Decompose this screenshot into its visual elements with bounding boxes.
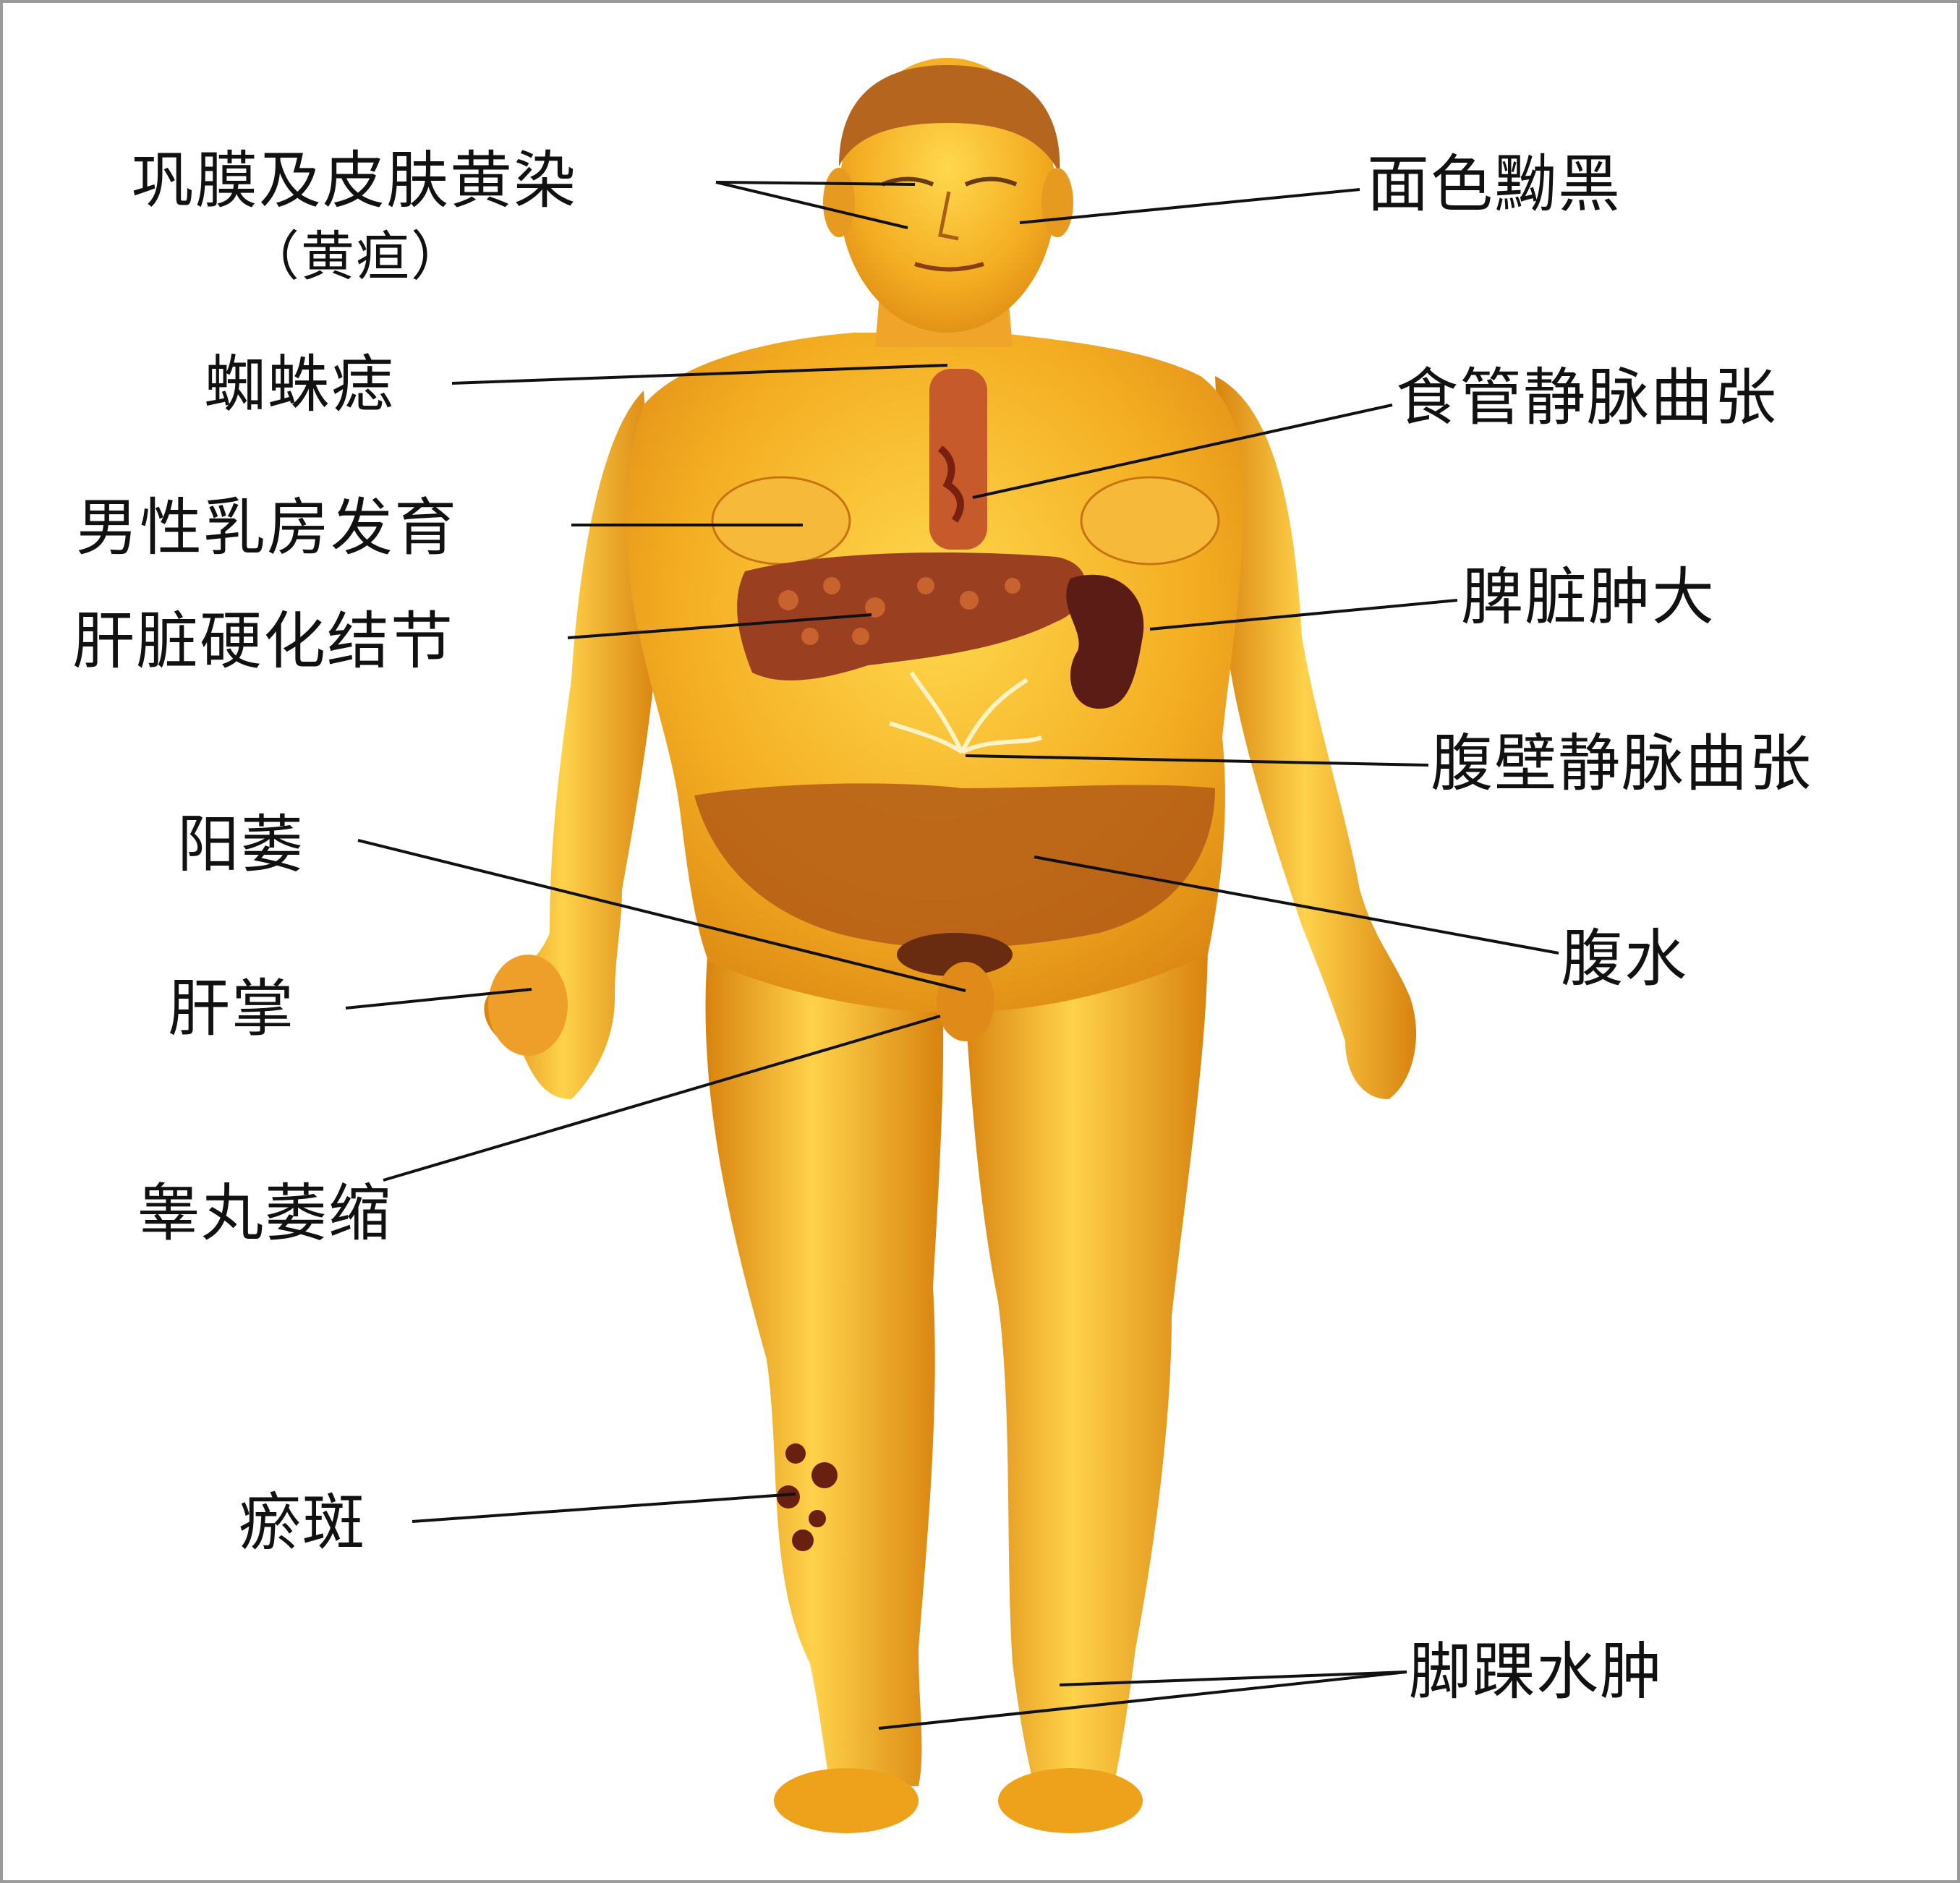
label-dark-face: 面色黝黑	[1367, 148, 1622, 221]
label-ecchymosis: 瘀斑	[239, 1487, 366, 1559]
label-ankle-edema: 脚踝水肿	[1409, 1636, 1663, 1708]
right-foot	[774, 1768, 919, 1833]
left-breast	[1081, 477, 1219, 564]
right-ear	[823, 168, 855, 237]
label-abdominal-varices: 腹壁静脉曲张	[1431, 727, 1812, 800]
right-breast	[712, 477, 850, 564]
left-ear	[1041, 168, 1073, 237]
label-jaundice-sub: （黄疸）	[246, 221, 466, 293]
label-esophageal-varices: 食管静脉曲张	[1396, 362, 1778, 434]
label-ascites: 腹水	[1561, 923, 1688, 995]
label-impotence: 阳萎	[177, 808, 304, 881]
label-jaundice: 巩膜及皮肤黄染	[132, 145, 577, 217]
label-liver-nodules: 肝脏硬化结节	[72, 605, 454, 678]
label-gynecomastia: 男性乳房发育	[76, 492, 458, 564]
label-palmar-erythema: 肝掌	[168, 973, 295, 1045]
esophagus	[929, 369, 987, 550]
label-splenomegaly: 脾脏肿大	[1461, 561, 1716, 633]
label-testicular-atrophy: 睾丸萎缩	[137, 1177, 392, 1250]
right-palm	[488, 955, 568, 1056]
label-spider-nevus: 蜘蛛痣	[204, 349, 395, 421]
left-foot	[998, 1768, 1143, 1833]
genitals	[937, 962, 994, 1041]
